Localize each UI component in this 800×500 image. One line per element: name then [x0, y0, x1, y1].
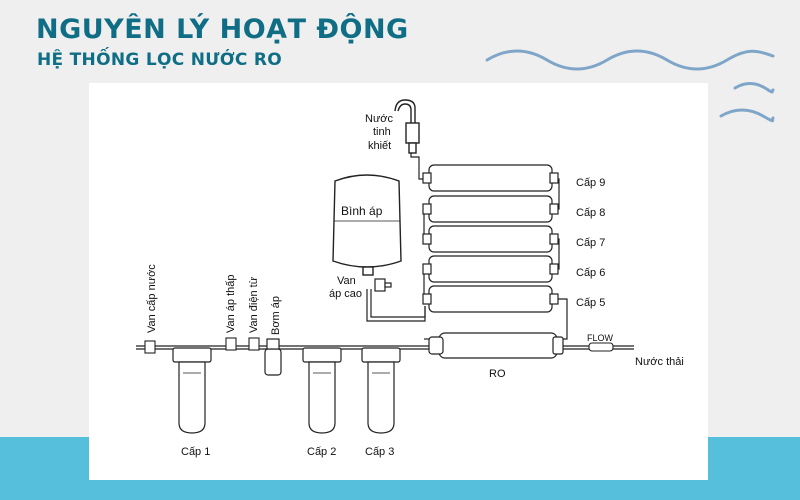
- stage-9-label: Cấp 9: [576, 177, 605, 189]
- stage-5-label: Cấp 5: [576, 297, 605, 309]
- flow-restrictor-icon: [588, 342, 614, 352]
- diagram-panel: Nước tinh khiết Bình áp Van áp cao Cấp 9…: [89, 83, 708, 480]
- high-pressure-valve-label-2: áp cao: [329, 288, 362, 300]
- pump-icon: [264, 338, 282, 376]
- high-pressure-valve-label-1: Van: [337, 275, 356, 287]
- inlet-valve-label: Van cấp nước: [146, 264, 158, 333]
- pure-water-label-3: khiết: [368, 140, 391, 152]
- filter-housing-icon: [172, 347, 401, 434]
- ro-membrane-icon: [428, 332, 564, 359]
- stage-3-label: Cấp 3: [365, 446, 394, 458]
- ro-to-stage5-pipe: [552, 298, 568, 340]
- valve-icon: [225, 337, 260, 351]
- waste-water-label: Nước thải: [635, 356, 684, 368]
- inline-filter-icon: [422, 164, 559, 313]
- page-subtitle: HỆ THỐNG LỌC NƯỚC RO: [37, 50, 283, 70]
- ro-system-diagram: Nước tinh khiết Bình áp Van áp cao Cấp 9…: [136, 99, 684, 458]
- pressure-tank-icon: [332, 174, 402, 276]
- ro-label: RO: [489, 368, 506, 380]
- solenoid-valve-label: Van điện từ: [248, 276, 260, 333]
- stage-2-label: Cấp 2: [307, 446, 336, 458]
- page-title: NGUYÊN LÝ HOẠT ĐỘNG: [36, 14, 409, 45]
- flow-label: FLOW: [587, 333, 614, 343]
- low-pressure-valve-label: Van áp thấp: [225, 274, 237, 333]
- valve-icon: [374, 278, 392, 292]
- stage-1-label: Cấp 1: [181, 446, 210, 458]
- pump-label: Bơm áp: [270, 296, 282, 335]
- faucet-icon: [394, 99, 420, 154]
- stage-6-label: Cấp 6: [576, 267, 605, 279]
- stage-8-label: Cấp 8: [576, 207, 605, 219]
- pure-water-label-1: Nước: [365, 113, 394, 125]
- stage-7-label: Cấp 7: [576, 237, 605, 249]
- wave-decoration-icon: [485, 49, 775, 123]
- valve-icon: [144, 340, 156, 354]
- pressure-tank-label: Bình áp: [341, 204, 383, 218]
- pure-water-label-2: tinh: [373, 126, 391, 138]
